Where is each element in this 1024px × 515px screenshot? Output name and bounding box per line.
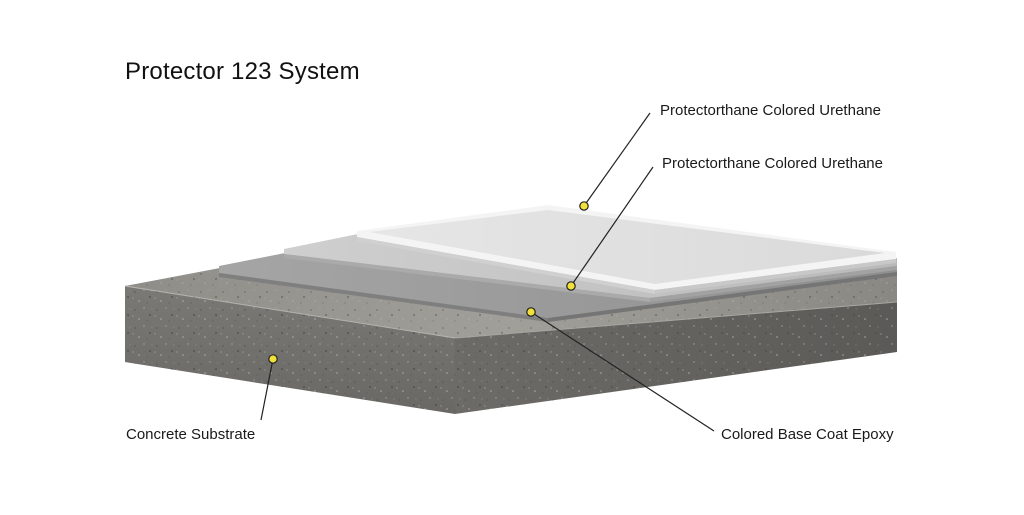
top-coat-layer [357, 205, 896, 294]
label-top-coat: Protectorthane Colored Urethane [660, 102, 881, 119]
leader-line-top-coat [583, 112, 651, 207]
label-second-coat: Protectorthane Colored Urethane [662, 155, 883, 172]
leader-line-second-coat [570, 166, 654, 287]
leader-line-base-coat [530, 311, 715, 432]
markers [268, 201, 589, 364]
marker-top-coat [579, 201, 589, 211]
label-base-coat: Colored Base Coat Epoxy [721, 426, 894, 443]
leader-lines [260, 112, 715, 432]
marker-second-coat [566, 281, 576, 291]
marker-substrate [268, 354, 278, 364]
label-concrete-substrate: Concrete Substrate [126, 426, 256, 443]
diagram-title: Protector 123 System [125, 58, 360, 85]
leader-line-substrate [260, 358, 274, 421]
marker-base-coat [526, 307, 536, 317]
